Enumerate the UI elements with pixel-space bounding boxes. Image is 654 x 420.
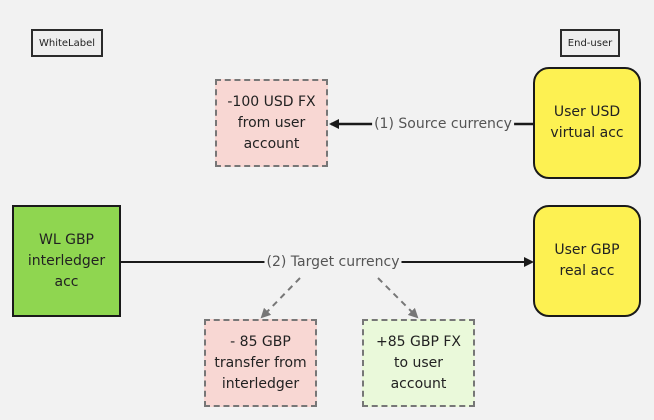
node-line: interledger [221, 375, 300, 392]
node-line: account [243, 135, 300, 152]
node-line: to user [393, 354, 444, 371]
source-currency-label: (1) Source currency [372, 116, 514, 132]
fx-credit-dashed-arrow [377, 277, 419, 319]
node-line: account [390, 375, 447, 392]
transfer-debit-dashed-arrow [260, 277, 301, 319]
node-line: transfer from [214, 354, 307, 371]
node-line: WL GBP [39, 231, 94, 248]
node-line: - 85 GBP [230, 333, 291, 350]
node-line: virtual acc [550, 125, 624, 141]
node-line: +85 GBP FX [376, 333, 461, 350]
target-currency-label: (2) Target currency [264, 254, 402, 270]
enduser-lane-label: End-user [560, 29, 620, 57]
wl-gbp-interledger-account-node: WL GBP interledger acc [12, 205, 121, 317]
node-line: from user [237, 114, 306, 131]
usd-debit-node: -100 USD FX from user account [215, 79, 328, 167]
user-gbp-real-account-node: User GBP real acc [533, 205, 641, 317]
node-line: real acc [559, 263, 615, 279]
node-line: acc [54, 273, 79, 290]
gbp-credit-node: +85 GBP FX to user account [362, 319, 475, 407]
node-line: User USD [553, 104, 621, 120]
node-line: interledger [27, 252, 106, 269]
node-line: User GBP [554, 242, 620, 258]
node-line: -100 USD FX [227, 93, 316, 110]
whitelabel-lane-label: WhiteLabel [31, 29, 103, 57]
user-usd-virtual-account-node: User USD virtual acc [533, 67, 641, 179]
gbp-transfer-debit-node: - 85 GBP transfer from interledger [204, 319, 317, 407]
